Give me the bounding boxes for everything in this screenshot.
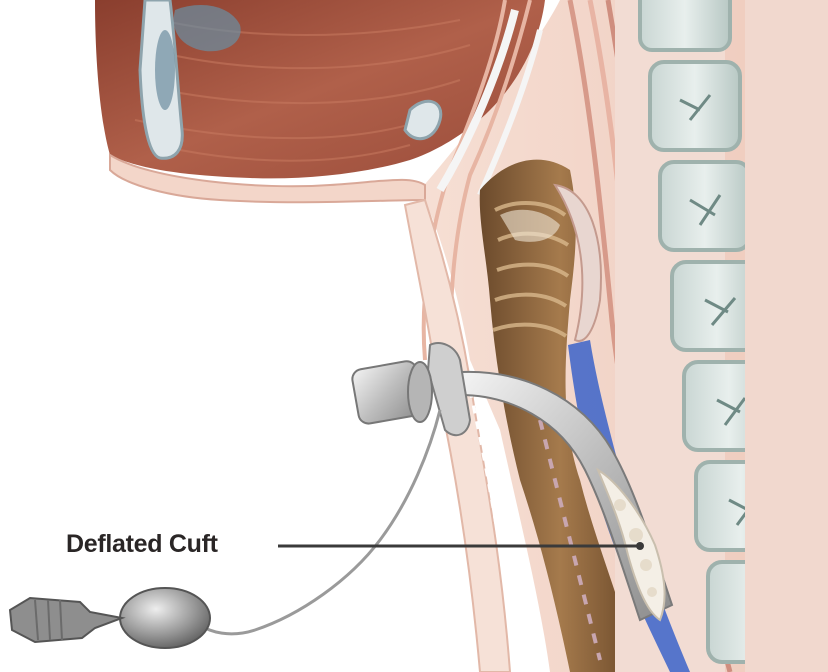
deflated-cuff-label: Deflated Cuft bbox=[66, 530, 218, 559]
